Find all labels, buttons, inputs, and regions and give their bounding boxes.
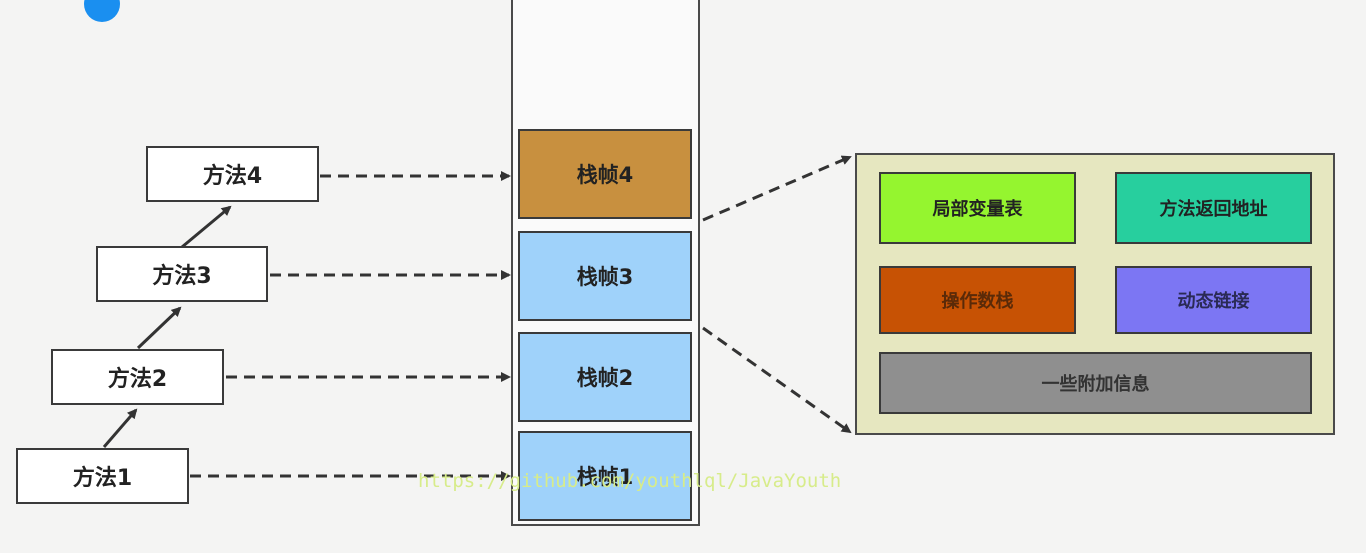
watermark-url: https://github.com/youthlql/JavaYouth [418,470,842,492]
stack-frame-4: 栈帧4 [518,129,692,219]
method-box-4: 方法4 [146,146,319,202]
frame-label: 栈帧4 [576,163,634,187]
call-arrow-2-3 [136,306,182,350]
method-label: 方法1 [72,466,133,491]
operand-stack-cell: 操作数栈 [879,266,1076,334]
cell-label: 操作数栈 [941,291,1014,312]
cell-label: 局部变量表 [932,199,1023,220]
frame-label: 栈帧1 [576,465,634,489]
stack-frame-2: 栈帧2 [518,332,692,422]
return-address-cell: 方法返回地址 [1115,172,1312,244]
blue-dot [84,0,120,22]
local-variables-cell: 局部变量表 [879,172,1076,244]
dash-arrow-panel-top [702,155,852,222]
dash-arrow-panel-bottom [702,326,852,434]
frame-label: 栈帧3 [576,265,634,289]
method-box-2: 方法2 [51,349,224,405]
method-label: 方法2 [107,367,168,392]
stack-frame-3: 栈帧3 [518,231,692,321]
cell-label: 方法返回地址 [1159,199,1268,220]
method-label: 方法3 [152,264,212,289]
cell-label: 一些附加信息 [1041,374,1150,395]
cell-label: 动态链接 [1177,291,1250,312]
extra-info-cell: 一些附加信息 [879,352,1312,414]
stack-frame-1: 栈帧1 [518,431,692,521]
dynamic-linking-cell: 动态链接 [1115,266,1312,334]
frame-detail-panel: 局部变量表 方法返回地址 操作数栈 动态链接 一些附加信息 [855,153,1335,435]
call-arrow-1-2 [102,408,138,448]
call-arrow-3-4 [181,205,232,249]
method-box-1: 方法1 [16,448,189,504]
frame-label: 栈帧2 [576,366,634,390]
method-label: 方法4 [202,164,263,189]
method-box-3: 方法3 [96,246,268,302]
